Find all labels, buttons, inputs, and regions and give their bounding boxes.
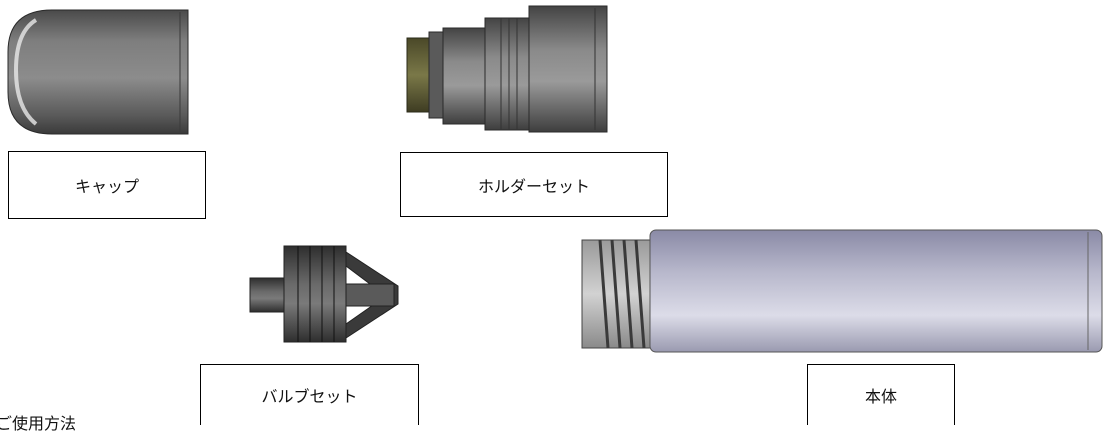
valve-set-illustration xyxy=(248,238,408,348)
holder-set-illustration xyxy=(405,2,610,134)
cap-label: キャップ xyxy=(8,151,206,219)
valve-set-label: バルブセット xyxy=(200,364,419,425)
body-label: 本体 xyxy=(807,364,955,425)
usage-heading-partial: ご使用方法 xyxy=(0,414,77,433)
body-illustration xyxy=(580,226,1106,356)
cap-illustration xyxy=(6,8,190,136)
holder-set-label: ホルダーセット xyxy=(400,152,668,217)
